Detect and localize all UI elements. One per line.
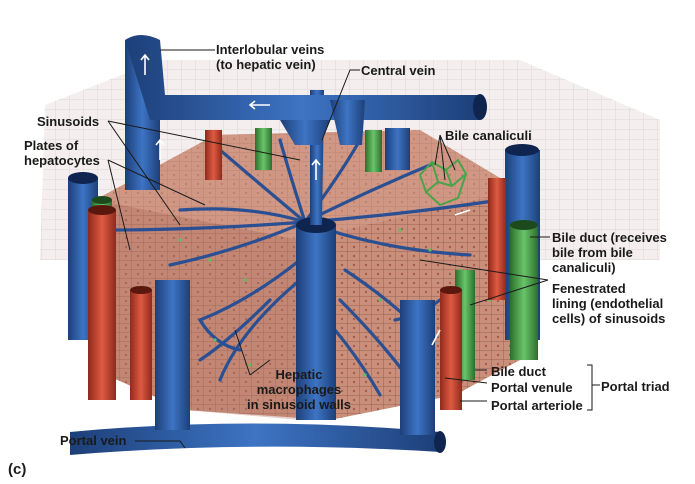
back-portal-triads [205,128,410,180]
bile-canaliculi-network [418,158,468,207]
portal-vein-vessel [70,280,446,455]
leader-lines [107,49,600,449]
central-vein-label: Central vein [361,63,436,78]
portal-arteriole-label: Portal arteriole [491,398,583,413]
portal-triad-label: Portal triad [601,379,670,394]
interlobular-veins-label: Interlobular veins (to hepatic vein) [216,42,325,72]
sinusoid-channels [108,138,502,397]
portal-vein-label: Portal vein [60,433,127,448]
flow-arrows [140,53,471,346]
left-portal-triad [68,172,152,400]
plates-of-hepatocytes-label: Plates of hepatocytes [24,138,100,168]
bile-canaliculi-label: Bile canaliculi [445,128,532,143]
bile-duct-receives-label: Bile duct (receives bile from bile canal… [552,230,667,275]
hepatic-macrophages-label: Hepatic macrophages in sinusoid walls [247,367,352,412]
right-portal-triad [440,144,540,410]
fenestrated-lining-label: Fenestrated lining (endothelial cells) o… [552,281,666,326]
interlobular-veins-vessel [125,35,487,190]
portal-venule-label: Portal venule [491,380,573,395]
sinusoids-label: Sinusoids [37,114,100,129]
bile-duct-label: Bile duct [491,364,546,379]
panel-letter: (c) [8,461,27,478]
